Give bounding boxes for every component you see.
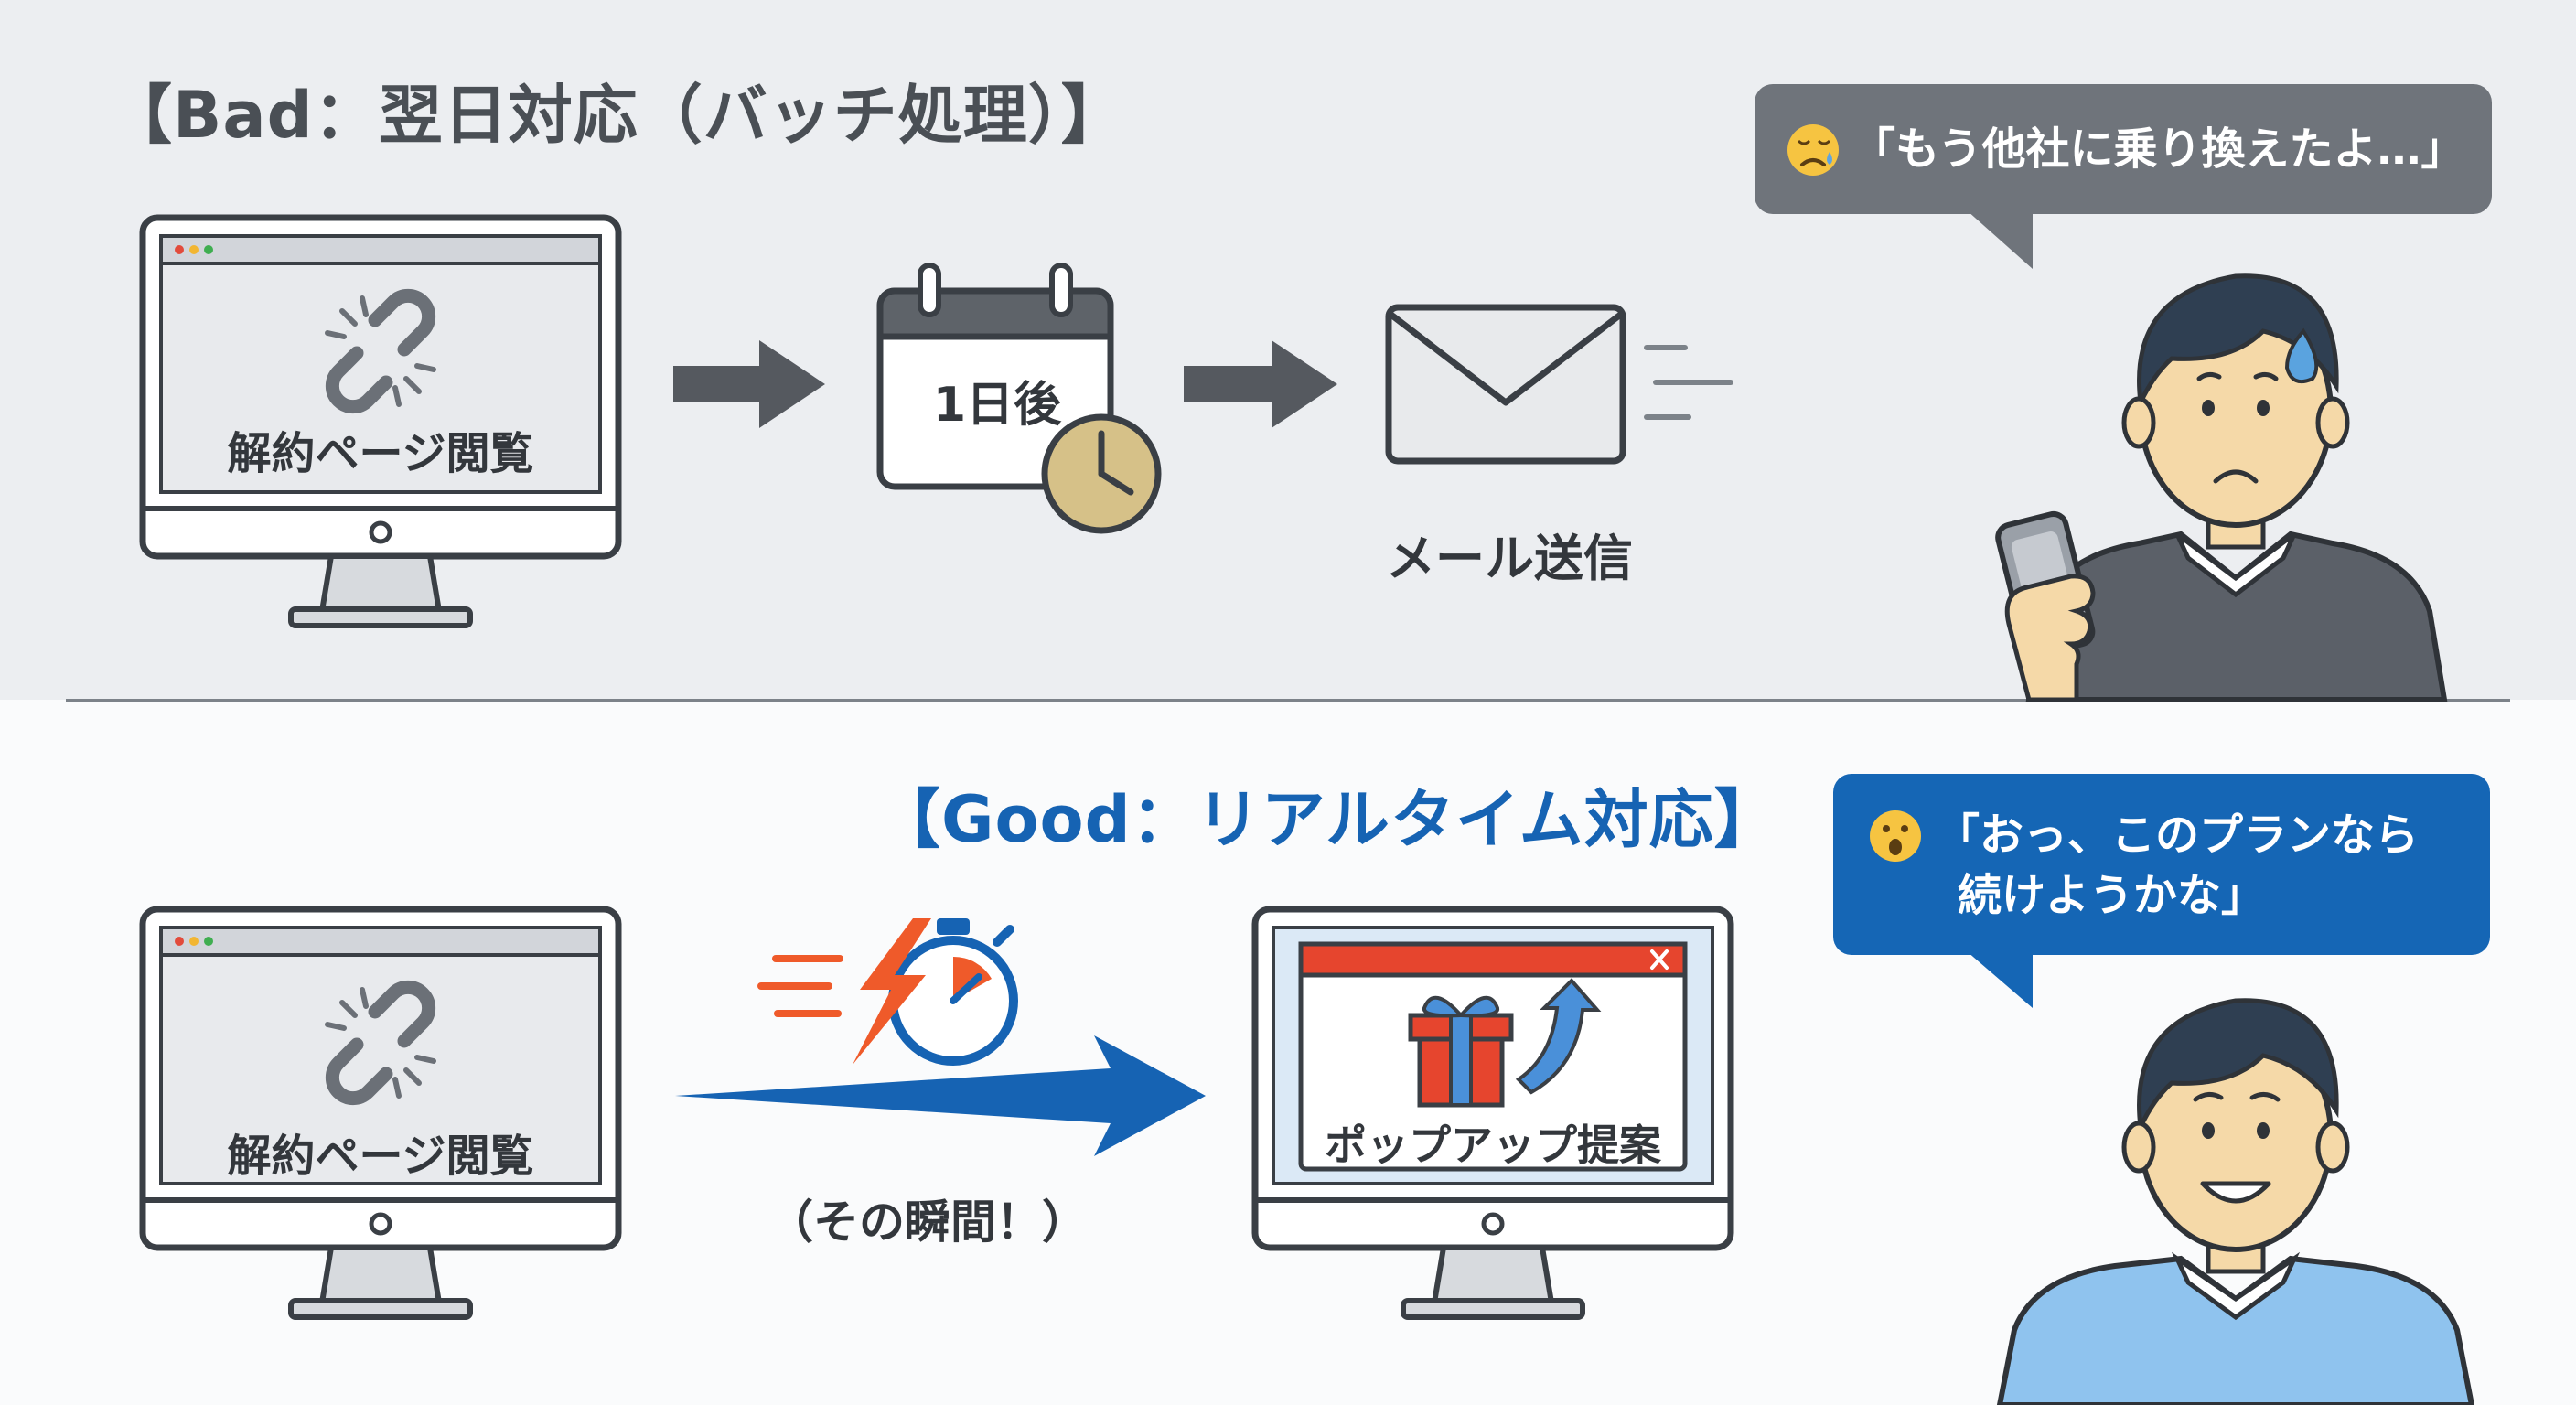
good-instant-arrow <box>675 1035 1206 1156</box>
good-page-view-label: 解約ページ閲覧 <box>227 1131 534 1182</box>
instant-label: （その瞬間！） <box>767 1196 1088 1249</box>
bad-monitor-illustration <box>139 214 622 628</box>
email-send-label: メール送信 <box>1386 530 1633 587</box>
bad-arrow-1 <box>673 340 825 428</box>
clock-icon <box>1041 413 1162 534</box>
close-icon <box>1650 949 1669 970</box>
delay-label: 1日後 <box>932 378 1062 433</box>
good-monitor-illustration <box>139 906 622 1320</box>
bad-page-view-label: 解約ページ閲覧 <box>227 428 534 479</box>
bad-speech-text: 「もう他社に乗り換えたよ…」 <box>1852 123 2465 175</box>
speed-lines-icon <box>757 955 843 1017</box>
worried-customer-illustration <box>1995 273 2448 702</box>
calendar-icon <box>876 263 1114 490</box>
surprised-face-icon <box>1870 810 1921 862</box>
stopwatch-icon <box>888 918 1018 1066</box>
bad-speech-bubble <box>1755 84 2492 269</box>
sad-face-icon <box>1787 124 1839 176</box>
good-speech-line-2: 続けようかな」 <box>1958 870 2266 921</box>
good-speech-line-1: 「おっ、このプランなら <box>1936 810 2420 861</box>
good-section-heading: 【Good：リアルタイム対応】 <box>876 782 1779 857</box>
bad-section-heading: 【Bad：翌日対応（バッチ処理）】 <box>108 78 1126 153</box>
bad-arrow-2 <box>1184 340 1337 428</box>
envelope-icon <box>1385 304 1733 465</box>
upgrade-arrow-icon <box>1515 978 1602 1095</box>
lightning-bolt-icon <box>853 918 931 1065</box>
happy-customer-illustration <box>1996 998 2475 1405</box>
section-divider <box>66 699 2510 702</box>
popup-offer-label: ポップアップ提案 <box>1325 1121 1661 1170</box>
good-speech-bubble <box>1833 774 2490 1008</box>
gift-icon <box>1408 995 1514 1108</box>
